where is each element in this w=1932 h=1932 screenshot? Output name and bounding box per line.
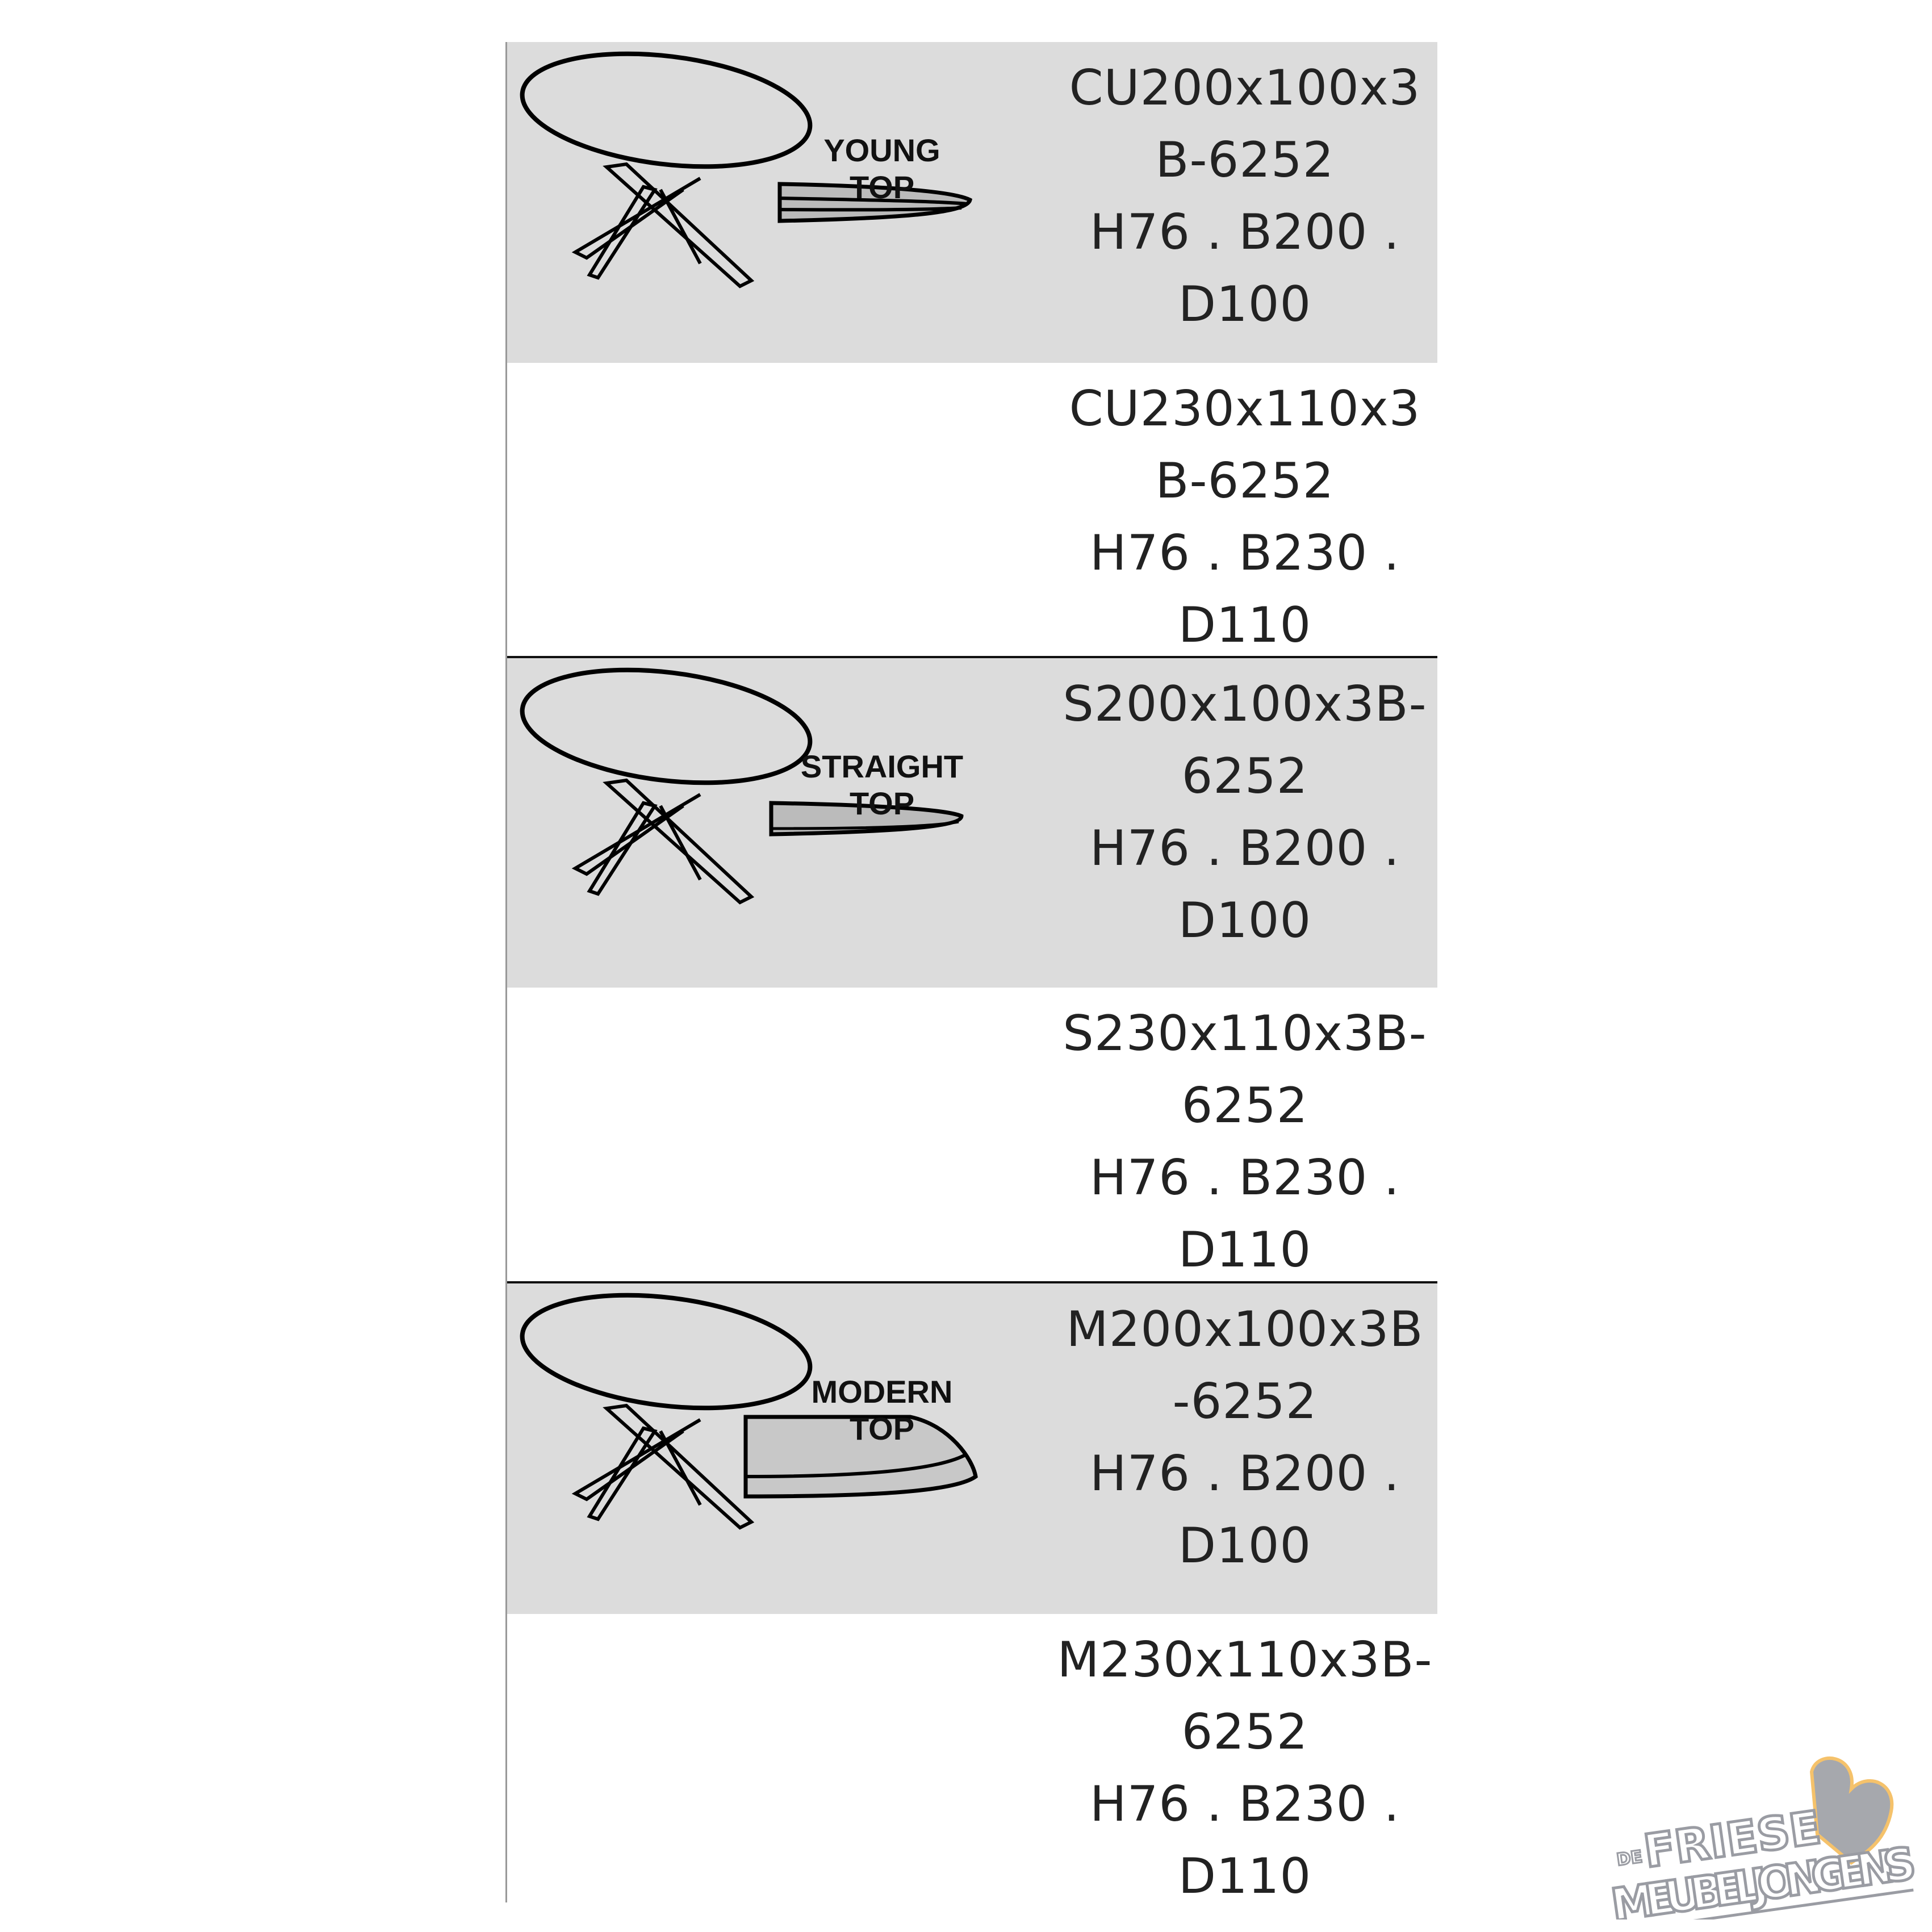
product-code-line: 6252 [1181, 1077, 1308, 1134]
product-code-line: M200x100x3B [1066, 1301, 1424, 1358]
product-code-line: H76 . B200 . [1090, 1445, 1400, 1502]
product-code-line: D110 [1178, 1848, 1312, 1905]
product-code-line: D100 [1178, 1517, 1312, 1574]
product-code-line: 6252 [1181, 748, 1308, 805]
product-code-line: CU200x100x3 [1069, 60, 1421, 116]
product-code-line: D100 [1178, 892, 1312, 949]
image-cell: STRAIGHT TOP [507, 658, 1052, 988]
product-code-line: B-6252 [1155, 132, 1335, 189]
product-code-line: H76 . B230 . [1090, 525, 1400, 582]
product-code-line: D110 [1178, 597, 1312, 654]
product-code-line: 6252 [1181, 1704, 1308, 1760]
image-cell [507, 363, 1052, 656]
image-cell [507, 988, 1052, 1281]
svg-text:DE: DE [1616, 1847, 1644, 1870]
product-code-line: D110 [1178, 1222, 1312, 1278]
product-code-line: H76 . B230 . [1090, 1149, 1400, 1206]
product-code-line: H76 . B200 . [1090, 204, 1400, 261]
product-code-line: H76 . B230 . [1090, 1776, 1400, 1833]
product-code-line: S230x110x3B- [1063, 1005, 1427, 1062]
top-type-label: YOUNG [823, 132, 940, 168]
top-type-label: STRAIGHT [801, 748, 963, 784]
product-code-line: D100 [1178, 276, 1312, 333]
top-type-label: TOP [850, 169, 914, 205]
product-code-line: B-6252 [1155, 453, 1335, 509]
product-code-line: CU230x110x3 [1069, 380, 1421, 437]
top-type-label: TOP [850, 785, 914, 821]
product-code-line: -6252 [1172, 1373, 1318, 1430]
image-cell: MODERN TOP [507, 1283, 1052, 1614]
top-type-label: TOP [850, 1411, 914, 1446]
table-illustration: STRAIGHT TOP [520, 667, 964, 905]
image-cell: YOUNG TOP [507, 42, 1052, 363]
table-illustration: MODERN TOP [520, 1293, 978, 1530]
table-illustration: YOUNG TOP [520, 51, 973, 288]
product-code-line: H76 . B200 . [1090, 820, 1400, 877]
product-code-line: M230x110x3B- [1057, 1632, 1433, 1688]
product-code-line: S200x100x3B- [1063, 676, 1427, 733]
top-type-label: MODERN [812, 1374, 953, 1410]
friese-meubeljongens-logo: DE FRIESE MEUBELJONGENS [1607, 1757, 1920, 1920]
image-cell [507, 1614, 1052, 1902]
